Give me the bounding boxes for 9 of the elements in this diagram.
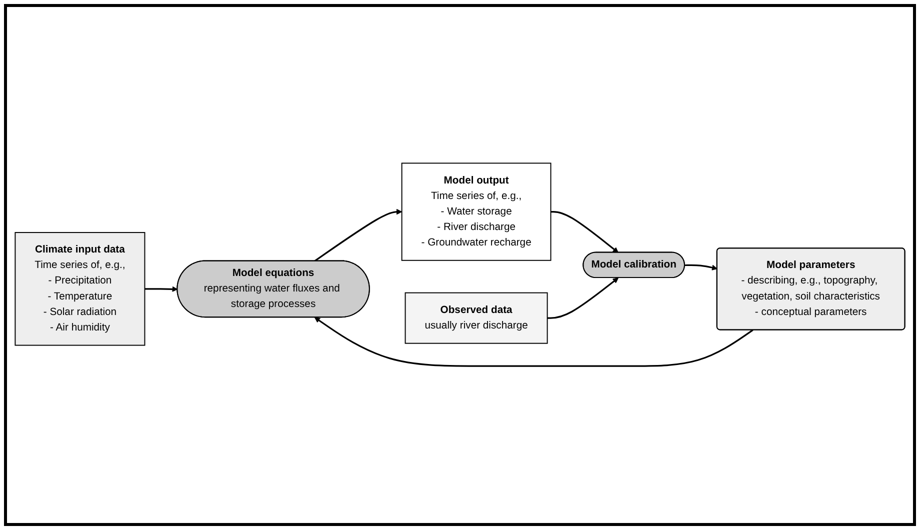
arrow: [550, 211, 618, 254]
arrow: [684, 264, 718, 271]
node-box: Model output Time series of, e.g., - Water storage - River discharge - Groundwater recharge: [401, 163, 552, 262]
arrow: [314, 318, 754, 368]
arrow: [144, 286, 178, 292]
arrow: [314, 209, 402, 262]
arrow: [547, 278, 618, 320]
node-box: Climate input data Time series of, e.g., - Precipitation - Temperature - Solar radiation - Air humidity: [14, 232, 146, 346]
node-box: Observed data usually river discharge: [404, 292, 548, 344]
